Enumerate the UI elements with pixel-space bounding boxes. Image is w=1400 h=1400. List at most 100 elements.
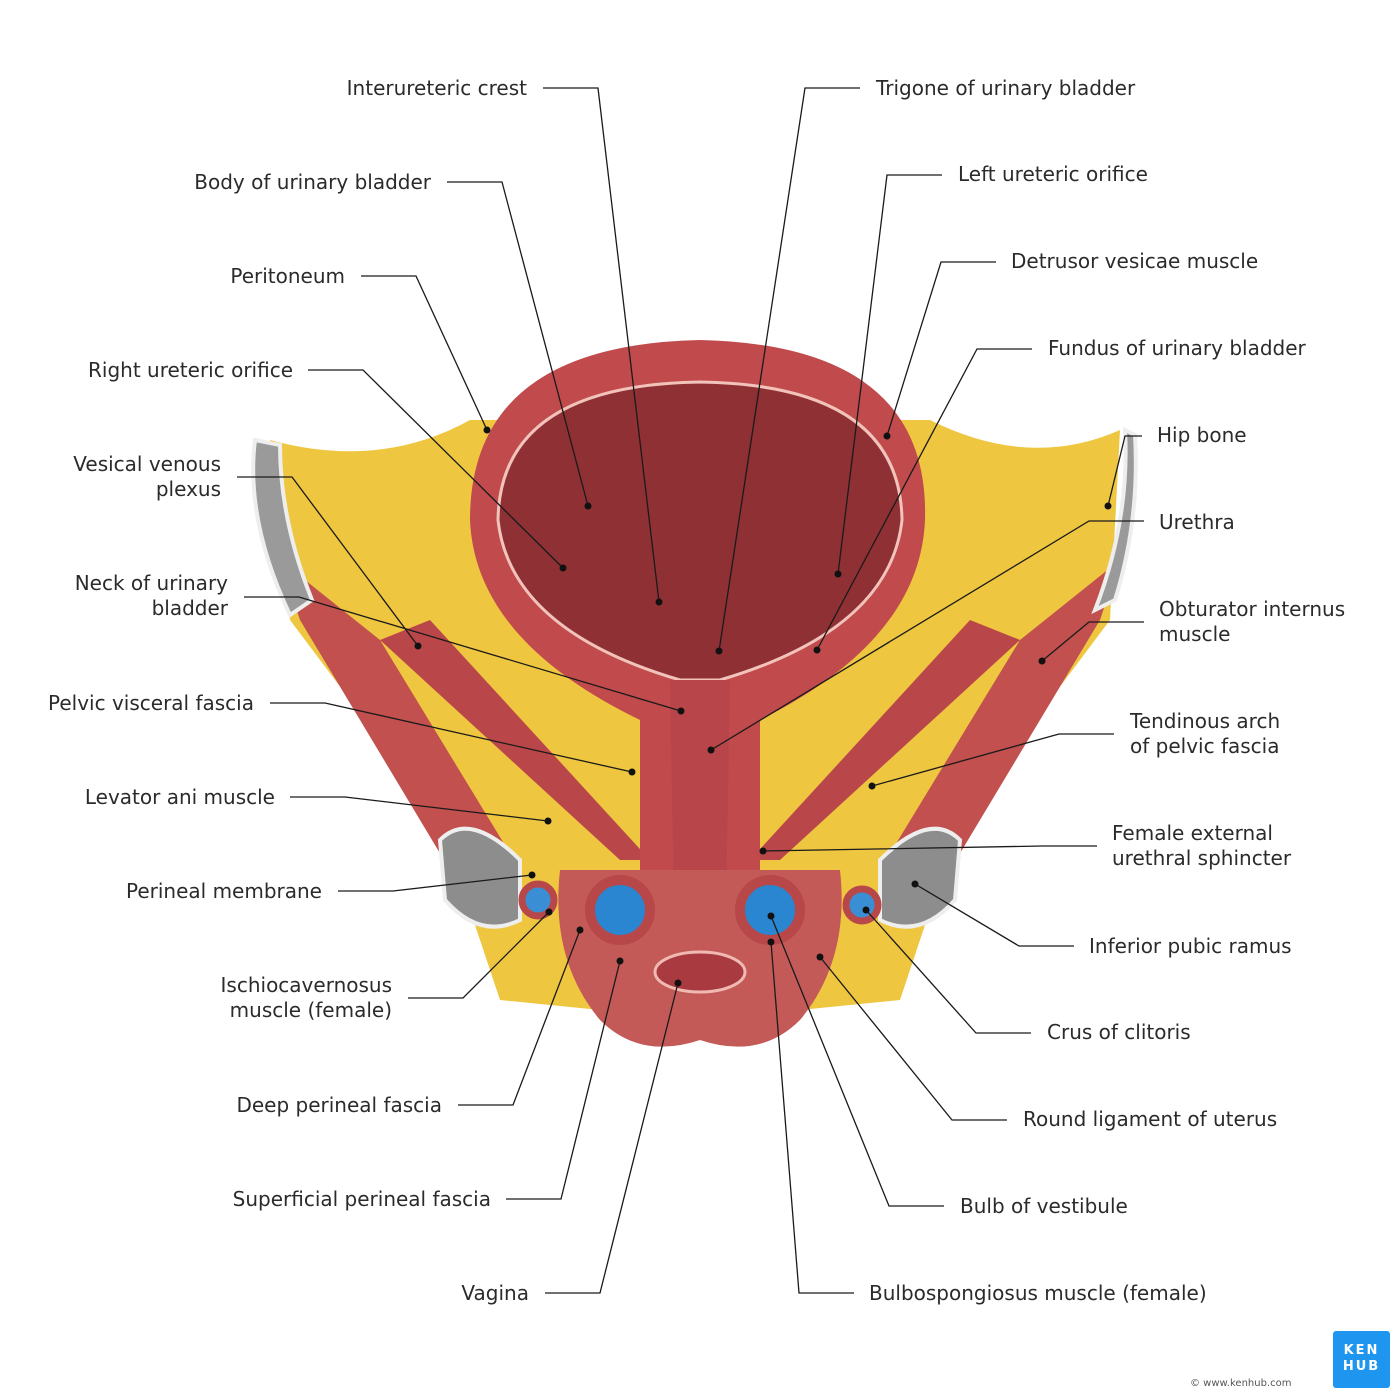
leader-round-ligament <box>819 956 1007 1121</box>
leader-dot <box>483 426 491 434</box>
leader-dot <box>559 564 567 572</box>
logo-line2: HUB <box>1342 1359 1381 1374</box>
label-bulb-of-vestibule: Bulb of vestibule <box>960 1194 1128 1219</box>
leader-dot <box>628 768 636 776</box>
leader-hip-bone <box>1107 435 1142 507</box>
pubic-ramus-right <box>878 826 963 929</box>
bladder-lumen <box>496 380 904 682</box>
label-text: Ischiocavernosus <box>220 973 392 997</box>
label-detrusor: Detrusor vesicae muscle <box>1011 249 1258 274</box>
leader-dot <box>584 502 592 510</box>
label-vagina: Vagina <box>461 1281 529 1306</box>
leader-dot <box>528 871 536 879</box>
leader-levator-ani <box>290 796 549 822</box>
leader-external-urethral-sphincter <box>762 845 1097 852</box>
hip-bone-left <box>251 437 315 618</box>
leader-ischiocavernosus <box>408 911 550 999</box>
leader-dot <box>576 926 584 934</box>
levator-ani-left <box>380 620 650 860</box>
label-urethra: Urethra <box>1159 510 1235 535</box>
label-text: Neck of urinary <box>74 571 228 595</box>
label-text: urethral sphincter <box>1112 846 1292 870</box>
label-left-ureteric-orifice: Left ureteric orifice <box>958 162 1148 187</box>
vaginal-opening <box>653 950 747 994</box>
label-text: Female external <box>1112 821 1273 845</box>
label-round-ligament: Round ligament of uterus <box>1023 1107 1277 1132</box>
label-text: Right ureteric orifice <box>88 358 293 382</box>
label-crus-of-clitoris: Crus of clitoris <box>1047 1020 1191 1045</box>
label-text: Trigone of urinary bladder <box>876 76 1136 100</box>
label-text: Pelvic visceral fascia <box>48 691 254 715</box>
label-text: Hip bone <box>1157 423 1247 447</box>
label-text: bladder <box>151 596 228 620</box>
leader-dot <box>1104 502 1112 510</box>
leader-peritoneum <box>361 275 488 431</box>
label-perineal-membrane: Perineal membrane <box>126 879 322 904</box>
leader-obturator-internus <box>1041 621 1144 662</box>
copyright: © www.kenhub.com <box>1190 1378 1292 1389</box>
obturator-muscle-right <box>880 560 1120 870</box>
leader-right-ureteric-orifice <box>308 369 564 569</box>
leader-left-ureteric-orifice <box>837 174 942 575</box>
leader-dot <box>544 817 552 825</box>
label-text: Bulbospongiosus muscle (female) <box>869 1281 1207 1305</box>
leader-dot <box>767 912 775 920</box>
label-text: muscle <box>1159 622 1231 646</box>
label-text: Perineal membrane <box>125 879 322 903</box>
label-bulbospongiosus: Bulbospongiosus muscle (female) <box>869 1281 1207 1306</box>
label-inferior-pubic-ramus: Inferior pubic ramus <box>1089 934 1292 959</box>
crus-right <box>842 885 882 925</box>
leader-dot <box>862 906 870 914</box>
leader-inferior-pubic-ramus <box>914 883 1074 947</box>
label-text: of pelvic fascia <box>1130 734 1280 758</box>
label-text: Fundus of urinary bladder <box>1048 336 1306 360</box>
label-text: Crus of clitoris <box>1047 1020 1191 1044</box>
label-body-of-bladder: Body of urinary bladder <box>194 170 431 195</box>
bulb-left <box>585 875 655 945</box>
label-interureteric-crest: Interureteric crest <box>347 76 527 101</box>
label-superficial-perineal-fascia: Superficial perineal fascia <box>233 1187 491 1212</box>
label-text: muscle (female) <box>229 998 392 1022</box>
bulb-right <box>735 875 805 945</box>
label-fundus: Fundus of urinary bladder <box>1048 336 1306 361</box>
label-text: Left ureteric orifice <box>958 162 1148 186</box>
label-hip-bone: Hip bone <box>1157 423 1247 448</box>
leader-perineal-membrane <box>338 874 533 892</box>
leader-dot <box>616 957 624 965</box>
label-text: Superficial perineal fascia <box>232 1187 491 1211</box>
leader-pelvic-visceral-fascia <box>270 702 633 773</box>
hip-bone-right <box>1091 426 1138 615</box>
leader-dot <box>707 746 715 754</box>
leader-dot <box>911 880 919 888</box>
leader-dot <box>767 938 775 946</box>
label-text: plexus <box>155 477 221 501</box>
leader-superficial-perineal-fascia <box>506 960 621 1200</box>
leader-urethra <box>710 520 1144 751</box>
leader-detrusor <box>886 261 996 437</box>
label-text: Deep perineal fascia <box>236 1093 442 1117</box>
leader-vagina <box>545 982 679 1294</box>
label-pelvic-visceral-fascia: Pelvic visceral fascia <box>48 691 254 716</box>
leader-tendinous-arch <box>871 733 1114 787</box>
leader-vesical-venous-plexus <box>237 476 419 647</box>
leader-body-of-bladder <box>447 181 589 507</box>
leader-dot <box>715 647 723 655</box>
label-text: Vagina <box>461 1281 529 1305</box>
label-text: Tendinous arch <box>1130 709 1281 733</box>
leader-fundus <box>816 348 1032 651</box>
leader-dot <box>655 598 663 606</box>
leader-dot <box>816 953 824 961</box>
pubic-ramus-left <box>437 826 522 929</box>
label-text: Levator ani muscle <box>84 785 275 809</box>
label-text: Interureteric crest <box>346 76 527 100</box>
leader-dot <box>545 908 553 916</box>
label-peritoneum: Peritoneum <box>230 264 345 289</box>
leader-interureteric-crest <box>543 87 660 603</box>
